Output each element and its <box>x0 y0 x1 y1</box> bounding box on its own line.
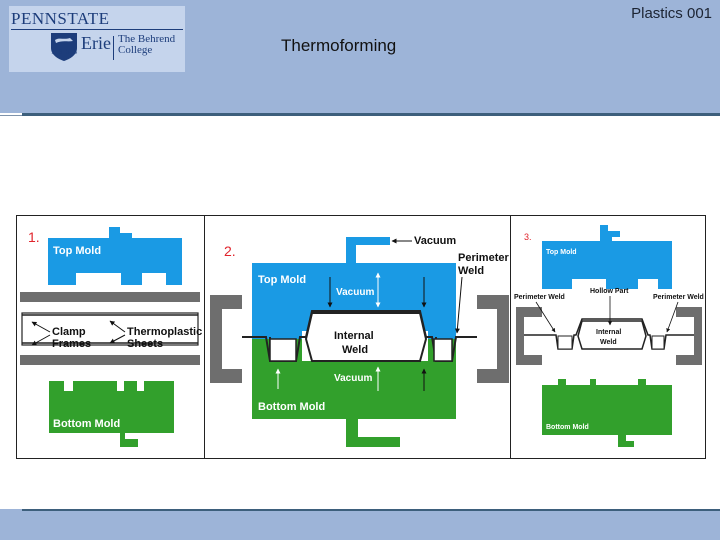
panel-2-top-mold-label: Top Mold <box>258 274 306 286</box>
panel-2-right-pocket <box>433 338 453 362</box>
panel-3-hollow-part <box>577 320 647 350</box>
panel-2-clamp-left-gap <box>222 309 242 369</box>
panel-1-clamp-frame-top <box>20 292 200 302</box>
panel-3-perimeter-left-label: Perimeter Weld <box>514 294 565 301</box>
panel-2-vacuum-top-label: Vacuum <box>414 235 456 247</box>
panel-1-top-mold-label: Top Mold <box>53 245 101 257</box>
panel-1-sheet-arrow-down <box>109 334 126 344</box>
panel-1-clamp-label-2: Frames <box>52 338 91 350</box>
panel-2-internal-weld-label-1: Internal <box>334 330 374 342</box>
panel-1-clamp-label-1: Clamp <box>52 326 86 338</box>
logo-year: 1855 <box>51 48 81 56</box>
university-logo: PENNSTATE Erie The Behrend College 1855 <box>9 6 185 72</box>
panel-1-bottom-mold <box>49 381 174 447</box>
panel-1-clamp-arrow-down <box>31 334 51 346</box>
panel-2-perimeter-arrow <box>454 276 463 334</box>
panel-3-top-mold-label: Top Mold <box>546 249 577 256</box>
panel-3-clamp-right-gap <box>676 317 694 355</box>
panel-3-number: 3. <box>524 232 532 242</box>
panel-3-hollow-label: Hollow Part <box>590 288 629 295</box>
header-rule-stub <box>0 115 22 116</box>
panel-2-clamp-right-gap <box>477 309 497 369</box>
header-rule <box>22 113 720 116</box>
panel-3: 3. Top Mold Perimeter Weld Hollow Part P… <box>514 225 704 447</box>
panel-2-perimeter-label-1: Perimeter <box>458 252 509 264</box>
panel-2-internal-weld-label-2: Weld <box>342 344 368 356</box>
slide-title: Thermoforming <box>281 36 397 55</box>
panel-3-perimeter-left-arrow <box>535 301 556 333</box>
panel-3-left-pocket <box>557 335 573 350</box>
panel-2-vacuum-upper-label: Vacuum <box>336 287 374 298</box>
panel-2-left-pocket <box>269 338 297 362</box>
panel-3-clamp-left-gap <box>524 317 542 355</box>
panel-1-clamp-arrow-up <box>31 321 51 333</box>
shield-icon <box>51 33 77 61</box>
panel-2-hollow-part <box>304 312 428 362</box>
logo-rule <box>11 29 183 30</box>
panel-2-bottom-mold-label: Bottom Mold <box>258 401 325 413</box>
panel-3-perimeter-right-label: Perimeter Weld <box>653 294 704 301</box>
footer-rule <box>22 509 720 511</box>
panel-1-sheet-label-1: Thermoplastic <box>127 326 202 338</box>
panel-2-bottom-mold <box>252 339 456 447</box>
panel-1-clamp-frame-bottom <box>20 355 200 365</box>
logo-college-line-1: The Behrend <box>118 33 176 45</box>
logo-college-line-2: College <box>118 44 153 56</box>
panel-1: 1. Top Mold Clamp Frames Thermoplastic S… <box>20 227 202 447</box>
course-label: Plastics 001 <box>631 5 712 22</box>
panel-1-bottom-mold-label: Bottom Mold <box>53 418 120 430</box>
panel-2-number: 2. <box>224 243 236 259</box>
panel-3-perimeter-right-arrow <box>666 301 679 333</box>
panel-2: 2. Vacuum Perimeter Weld Top Mold Vacuum… <box>210 235 509 447</box>
panel-1-sheet-arrow-up <box>109 320 126 333</box>
panel-1-number: 1. <box>28 229 40 245</box>
panel-3-right-pocket <box>651 335 665 350</box>
panel-1-top-mold <box>48 227 182 285</box>
panel-3-bottom-mold <box>542 379 672 447</box>
thermoforming-diagram: 1. Top Mold Clamp Frames Thermoplastic S… <box>16 215 706 459</box>
panel-3-internal-weld-label-2: Weld <box>600 339 617 346</box>
panel-2-vacuum-lower-label: Vacuum <box>334 373 372 384</box>
footer-band <box>0 509 720 540</box>
logo-wordmark: PENNSTATE <box>11 9 110 28</box>
panel-2-perimeter-label-2: Weld <box>458 265 484 277</box>
panel-3-top-mold <box>542 225 672 289</box>
logo-campus: Erie <box>81 33 111 53</box>
logo-separator <box>113 36 114 60</box>
panel-3-bottom-mold-label: Bottom Mold <box>546 424 589 431</box>
panel-1-sheet-label-2: Sheets <box>127 338 163 350</box>
panel-3-internal-weld-label-1: Internal <box>596 329 621 336</box>
